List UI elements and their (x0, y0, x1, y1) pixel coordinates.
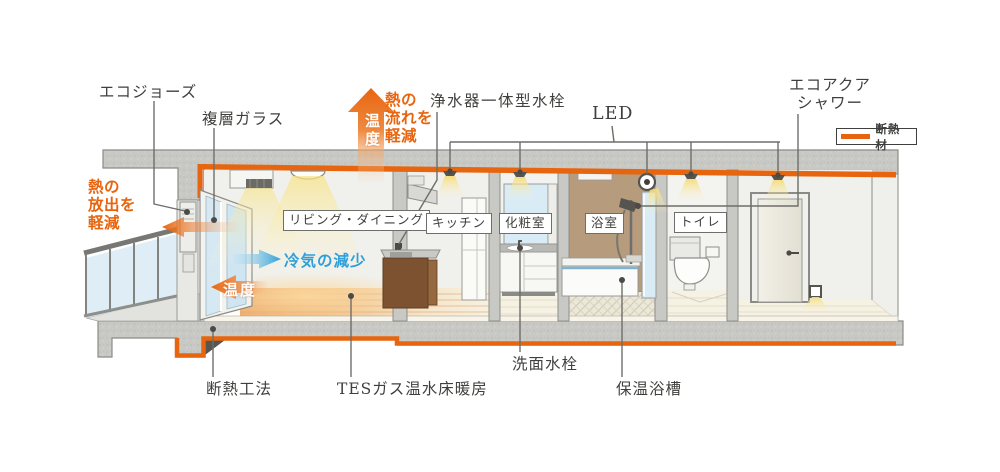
room-label-kitchen: キッチン (426, 213, 493, 235)
note-temperature-floor: 温度 (223, 281, 258, 299)
bathroom-fixtures (561, 191, 657, 299)
hall-door (757, 198, 803, 303)
room-label-toilet: トイレ (674, 212, 727, 234)
insulated-bathtub (561, 265, 639, 297)
cold-air-arrow (233, 249, 281, 269)
bath-glass-door (641, 191, 657, 299)
leader-dots (184, 168, 781, 332)
toilet-fixtures (669, 236, 727, 303)
leader-lines (153, 101, 799, 377)
temperature-floor-arrow (211, 275, 268, 299)
insulation-legend-label: 断熱材 (875, 121, 901, 152)
room-label-living-dining: リビング・ダイニング (283, 210, 431, 232)
floor-front-edge (203, 315, 899, 322)
note-temperature-up: 温度 (363, 113, 381, 149)
right-exterior-wall (871, 173, 899, 322)
insulation-floor-line (174, 336, 896, 358)
toilet-tank (669, 236, 701, 261)
insulation-wall-line (197, 164, 203, 198)
callout-eco-aqua-shower: エコアクア シャワー (789, 76, 871, 112)
room-label-washroom: 化粧室 (499, 213, 552, 235)
callout-purifier-faucet: 浄水器一体型水栓 (430, 92, 567, 110)
note-heat-flow: 熱の 流れを 軽減 (385, 90, 434, 145)
balcony (83, 199, 205, 322)
callout-tes-floor-heating: TESガス温水床暖房 (337, 380, 488, 398)
note-cold-air: 冷気の減少 (284, 251, 367, 270)
callout-led: LED (592, 104, 634, 124)
washroom-fixtures (499, 183, 558, 296)
insulation-fillet (205, 337, 229, 355)
room-label-bathroom: 浴室 (585, 213, 625, 235)
foot-light (809, 285, 822, 298)
heat-release-arrow (162, 217, 242, 237)
toilet-paper-holder (705, 246, 720, 258)
callout-insulated-bathtub: 保温浴槽 (616, 380, 683, 398)
callout-double-glazing: 複層ガラス (202, 110, 285, 128)
kitchen-counter (380, 243, 441, 309)
callout-eco-jozu: エコジョーズ (99, 83, 198, 101)
callout-insulation-method: 断熱工法 (206, 380, 273, 398)
shower-head-icon (619, 198, 638, 212)
insulation-legend: 断熱材 (836, 122, 917, 152)
annotation-arrows (162, 88, 394, 299)
vanity-cabinet (499, 251, 558, 293)
note-heat-release: 熱の 放出を 軽減 (88, 177, 137, 232)
hallway-fixtures (750, 192, 831, 312)
temperature-up-arrow (348, 88, 394, 182)
insulation-swatch-icon (841, 134, 871, 139)
callout-washbasin-faucet: 洗面水栓 (512, 355, 579, 373)
range-hood (407, 183, 438, 205)
